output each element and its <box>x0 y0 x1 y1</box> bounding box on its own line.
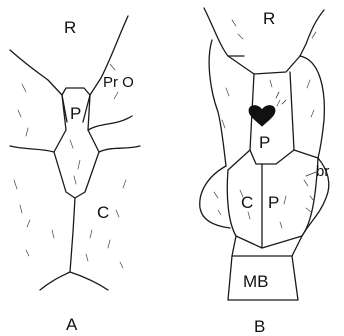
panel-b-drawing <box>200 8 329 300</box>
panel-a-caption: A <box>66 315 78 334</box>
panel-b-label-c: C <box>241 193 253 212</box>
br-leader-line <box>306 172 316 176</box>
panel-b-label-br: br <box>316 163 329 180</box>
panel-b-label-p1: P <box>259 133 270 152</box>
panel-b-label-p2: P <box>268 193 279 212</box>
panel-b-caption: B <box>254 317 265 336</box>
panel-a-label-pro: Pr O <box>103 74 134 91</box>
panel-a-drawing <box>10 16 140 290</box>
panel-a-label-r: R <box>64 18 76 37</box>
panel-a-label-c: C <box>97 203 109 222</box>
panel-a-label-p: P <box>70 104 81 123</box>
panel-b-label-mb: MB <box>243 272 269 291</box>
panel-b-label-r: R <box>263 9 275 28</box>
foramen-mark <box>249 106 275 126</box>
